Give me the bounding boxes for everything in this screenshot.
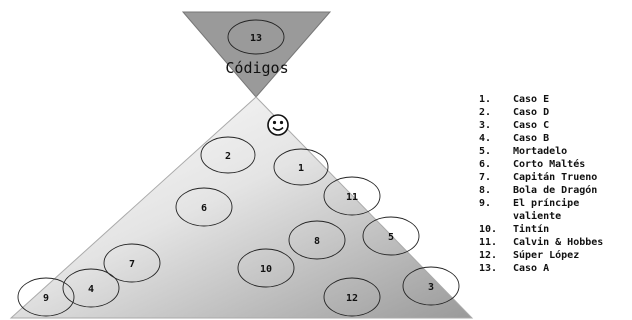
node-3[interactable]: 3 (402, 266, 460, 306)
legend-number: 5. (479, 146, 492, 157)
node-12[interactable]: 12 (323, 277, 381, 317)
node-circle[interactable] (175, 187, 233, 227)
node-7[interactable]: 7 (103, 243, 161, 283)
node-label: 5 (388, 232, 394, 243)
node-label: 10 (260, 264, 272, 275)
legend-number: 2. (479, 107, 492, 118)
legend-item: 7. Capitán Trueno (479, 171, 629, 184)
legend-item: 5. Mortadelo (479, 145, 629, 158)
legend-name: Caso B (513, 133, 550, 144)
legend-name: El príncipe valiente (513, 198, 580, 222)
node-circle[interactable] (323, 277, 381, 317)
legend-list: 1. Caso E 2. Caso D 3. Caso C 4. Caso B 5. Mortad… (479, 93, 629, 275)
legend-name: Bola de Dragón (513, 185, 598, 196)
board-title: Códigos (225, 59, 288, 77)
legend-item: 10. Tintín (479, 223, 629, 236)
legend-item: 6. Corto Maltés (479, 158, 629, 171)
legend-name: Mortadelo (513, 146, 568, 157)
node-circle[interactable] (273, 148, 329, 186)
node-circle[interactable] (62, 268, 120, 308)
node-label: 3 (428, 282, 434, 293)
node-circle[interactable] (200, 136, 256, 174)
legend-name: Calvin & Hobbes (513, 237, 604, 248)
legend-number: 11. (479, 237, 498, 248)
node-circle[interactable] (17, 277, 75, 317)
legend-item: 4. Caso B (479, 132, 629, 145)
legend-number: 4. (479, 133, 492, 144)
node-label: 6 (201, 203, 207, 214)
node-label: 4 (88, 284, 94, 295)
legend-name: Caso C (513, 120, 550, 131)
legend-item: 8. Bola de Dragón (479, 184, 629, 197)
legend-item: 1. Caso E (479, 93, 629, 106)
node-label: 11 (346, 192, 358, 203)
funnel-shape (181, 11, 332, 98)
legend-number: 6. (479, 159, 492, 170)
legend-item: 2. Caso D (479, 106, 629, 119)
node-label: 12 (346, 293, 358, 304)
legend-item: 11. Calvin & Hobbes (479, 236, 629, 249)
node-6[interactable]: 6 (175, 187, 233, 227)
legend-item: 9. El príncipe valiente (479, 197, 629, 223)
smiley-face-icon[interactable] (267, 114, 289, 136)
node-label: 8 (314, 236, 320, 247)
node-4[interactable]: 4 (62, 268, 120, 308)
legend-name: Corto Maltés (513, 159, 586, 170)
node-2[interactable]: 2 (200, 136, 256, 174)
node-13[interactable]: 13 (227, 19, 285, 55)
node-circle[interactable] (103, 243, 161, 283)
node-5[interactable]: 5 (362, 216, 420, 256)
legend-number: 10. (479, 224, 498, 235)
legend-name: Tintín (513, 224, 550, 235)
node-label: 2 (225, 151, 231, 162)
node-11[interactable]: 11 (323, 176, 381, 216)
node-10[interactable]: 10 (237, 248, 295, 288)
legend-number: 1. (479, 94, 492, 105)
legend-number: 8. (479, 185, 492, 196)
node-label: 13 (250, 33, 262, 44)
node-circle[interactable] (227, 19, 285, 55)
legend-name: Súper López (513, 250, 580, 261)
legend-item: 3. Caso C (479, 119, 629, 132)
legend-name: Caso E (513, 94, 550, 105)
legend-number: 9. (479, 198, 492, 209)
legend-name: Capitán Trueno (513, 172, 598, 183)
node-circle[interactable] (402, 266, 460, 306)
legend-item: 12. Súper López (479, 249, 629, 262)
node-label: 1 (298, 163, 304, 174)
node-circle[interactable] (288, 220, 346, 260)
node-label: 9 (43, 293, 49, 304)
pyramid-board (9, 96, 474, 319)
node-circle[interactable] (237, 248, 295, 288)
node-9[interactable]: 9 (17, 277, 75, 317)
node-8[interactable]: 8 (288, 220, 346, 260)
node-label: 7 (129, 259, 135, 270)
legend-item: 13. Caso A (479, 262, 629, 275)
legend-number: 7. (479, 172, 492, 183)
node-circle[interactable] (362, 216, 420, 256)
legend-name: Caso D (513, 107, 550, 118)
legend-number: 12. (479, 250, 498, 261)
node-1[interactable]: 1 (273, 148, 329, 186)
legend-number: 13. (479, 263, 498, 274)
legend-number: 3. (479, 120, 492, 131)
legend-name: Caso A (513, 263, 550, 274)
node-circle[interactable] (323, 176, 381, 216)
